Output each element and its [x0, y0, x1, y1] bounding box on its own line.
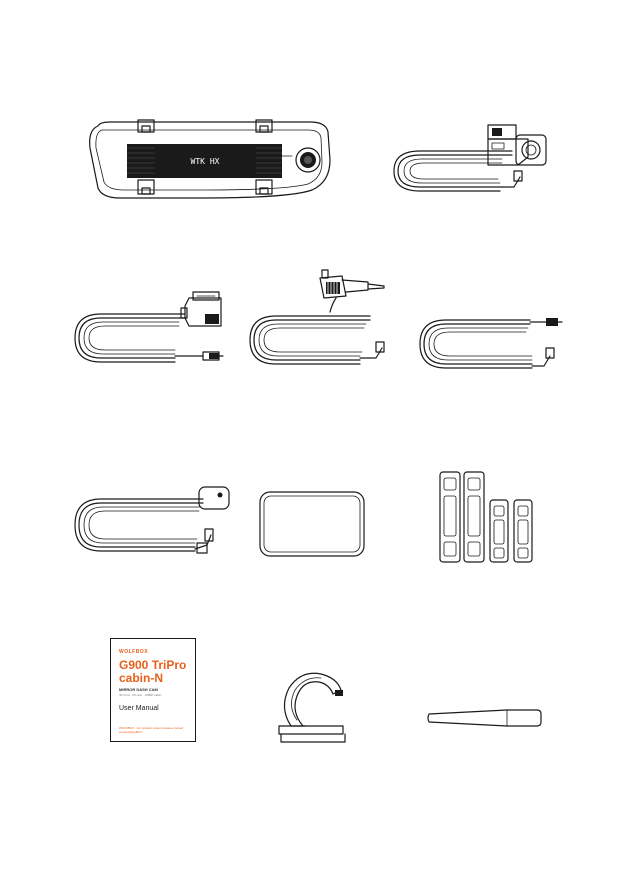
- cabin-camera-icon: [392, 125, 562, 195]
- manual-brand: WOLFBOX: [119, 649, 148, 655]
- cable-clip: [275, 668, 347, 744]
- mirror-screen-text: WTK HX: [191, 157, 220, 166]
- car-charger-icon: [250, 268, 395, 373]
- gps-module-icon: [75, 485, 235, 560]
- user-manual: WOLFBOX G900 TriPro cabin-N MIRROR DASH …: [110, 638, 196, 742]
- rubber-straps-icon: [438, 470, 538, 565]
- extension-cable-icon: [420, 312, 565, 377]
- pry-tool: [425, 706, 543, 730]
- manual-subtitle: MIRROR DASH CAM: [119, 687, 158, 692]
- manual-label: User Manual: [119, 705, 159, 712]
- manual-footer: WOLFBOX · For product support please con…: [119, 726, 195, 734]
- car-charger: [250, 268, 395, 373]
- cable-clip-icon: [275, 668, 347, 744]
- adhesive-pad-icon: [258, 490, 366, 558]
- manual-title: G900 TriPro cabin-N: [119, 659, 199, 685]
- rubber-straps: [438, 470, 538, 565]
- mirror-dash-cam-icon: WTK HX: [80, 118, 340, 203]
- cabin-camera: [392, 125, 562, 195]
- rear-camera: [75, 290, 230, 370]
- pry-tool-icon: [425, 706, 543, 730]
- adhesive-pad: [258, 490, 366, 558]
- rear-camera-icon: [75, 290, 230, 370]
- manual-subtitle-small: 4K front · 2K rear · 1080P cabin: [119, 693, 161, 697]
- mirror-dash-cam: WTK HX: [80, 118, 340, 203]
- extension-cable: [420, 312, 565, 377]
- gps-module: [75, 485, 235, 560]
